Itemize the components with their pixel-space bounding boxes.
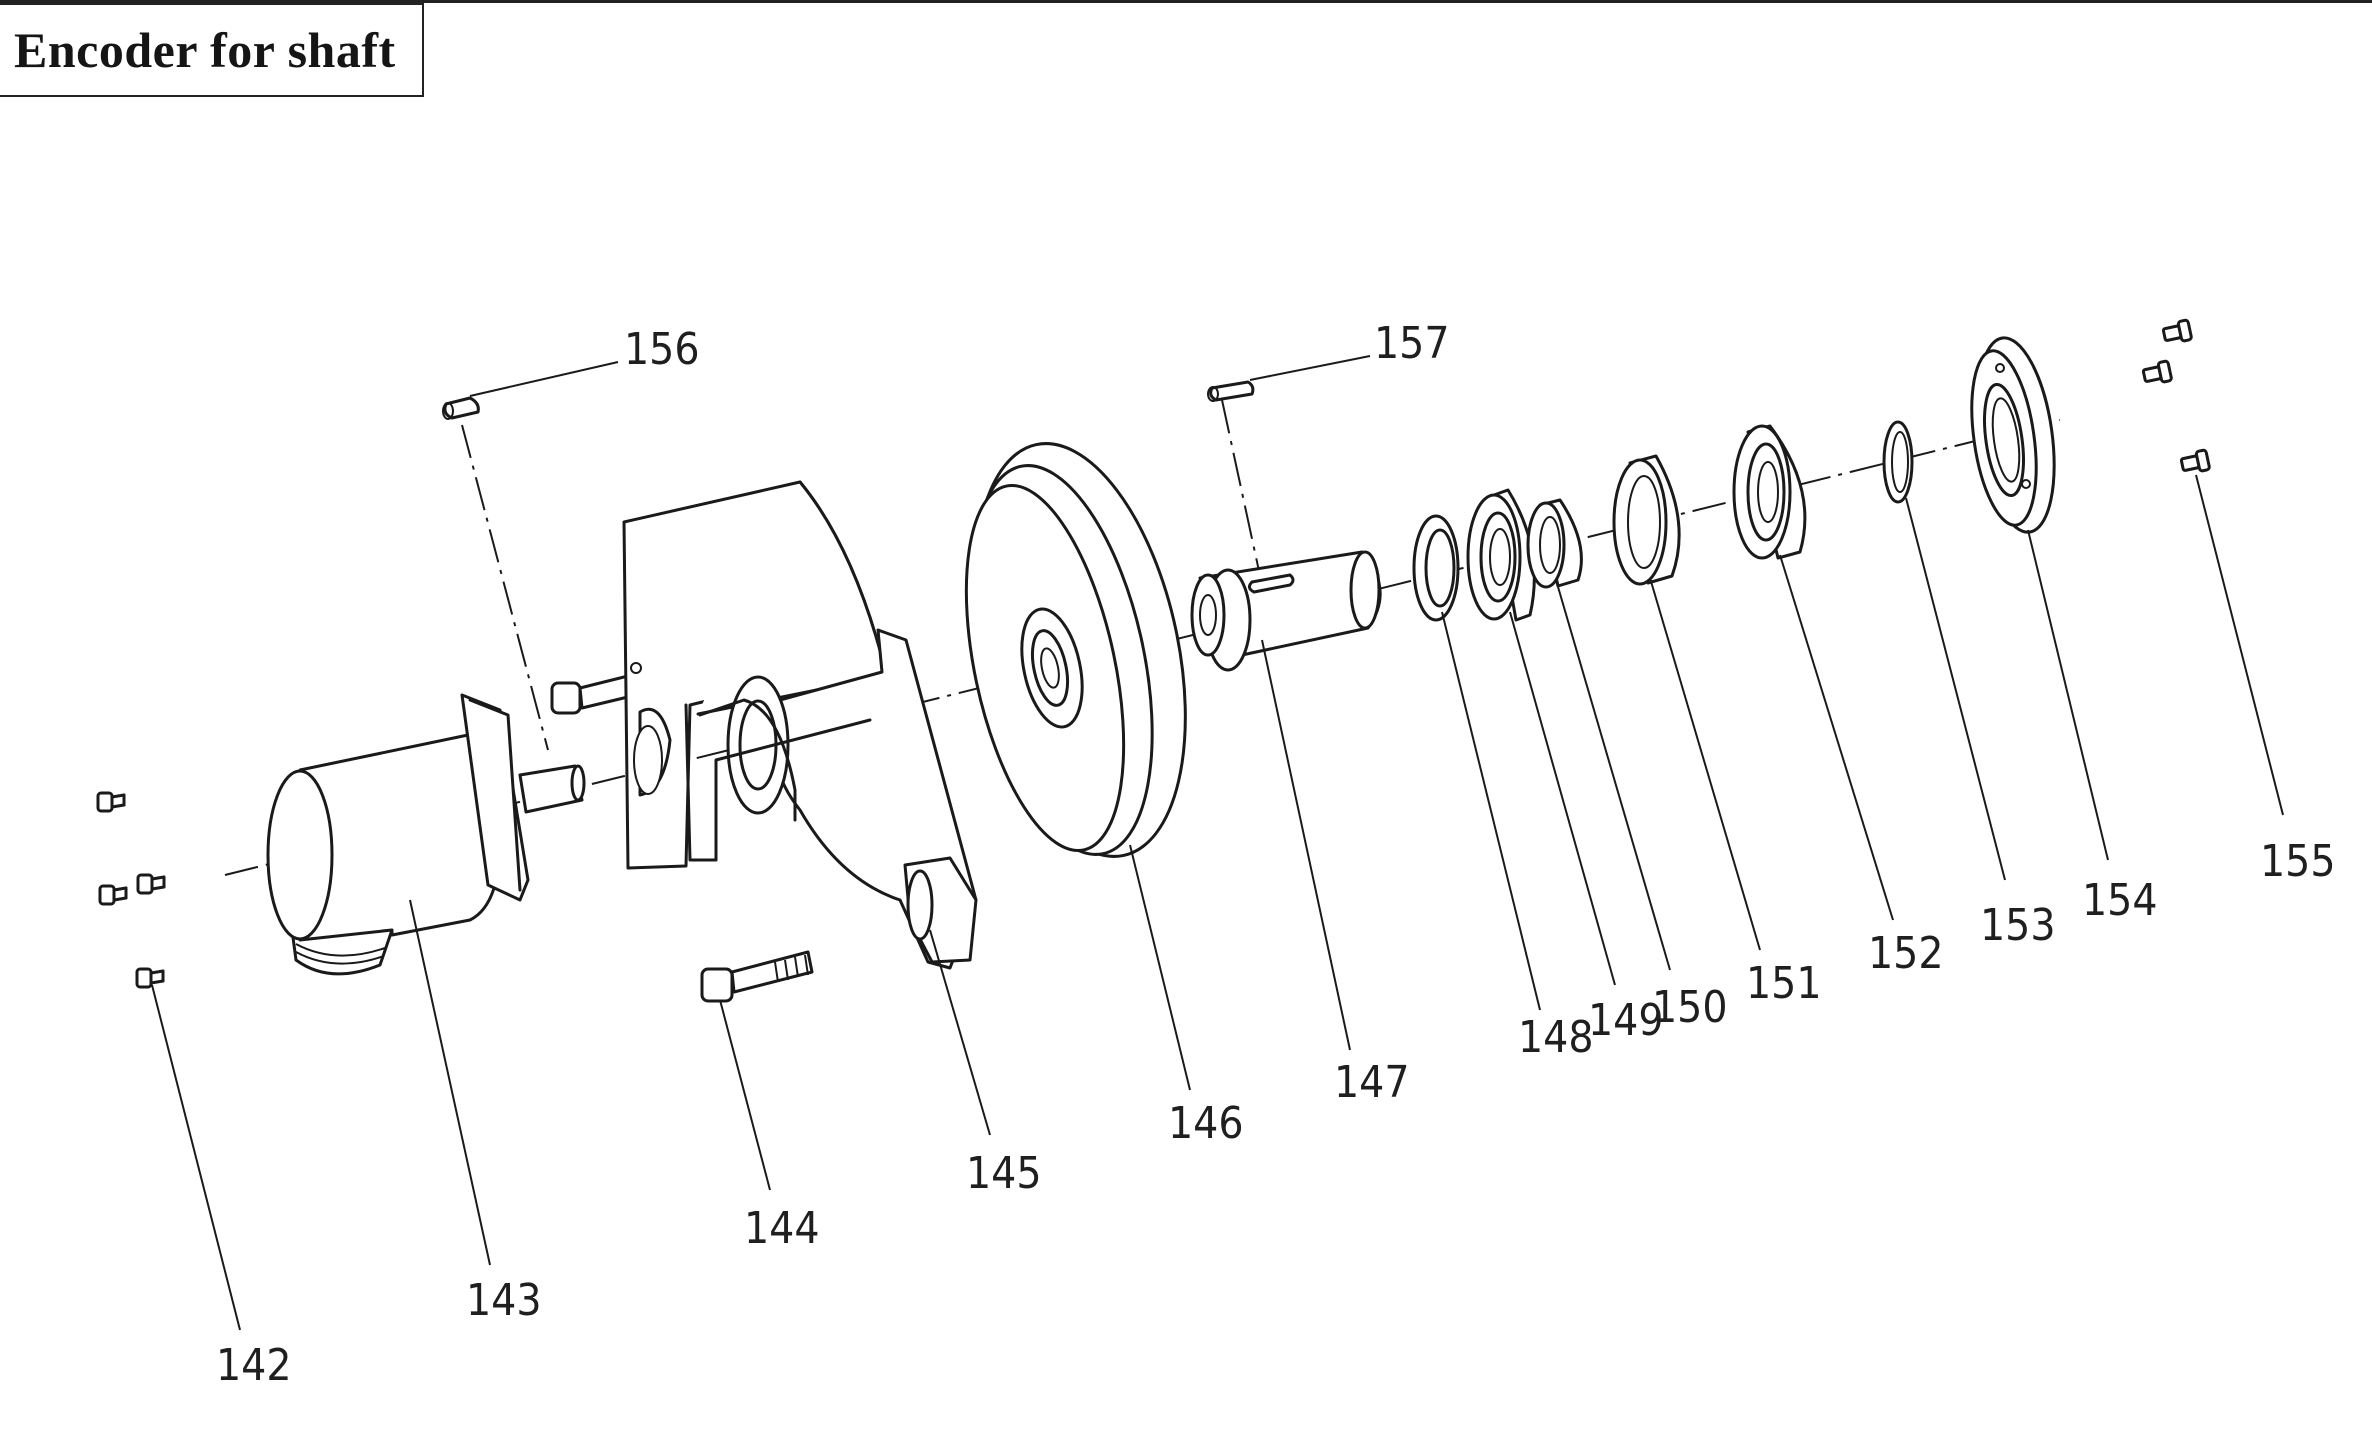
- label-156: 156: [624, 324, 700, 375]
- part-148-seal: [1412, 514, 1460, 622]
- key-156-axis: [461, 424, 549, 751]
- label-142: 142: [216, 1340, 292, 1391]
- part-144-bolts: [550, 674, 814, 1003]
- label-155: 155: [2260, 836, 2336, 887]
- label-153: 153: [1980, 900, 2056, 951]
- part-143-encoder: [266, 693, 586, 976]
- label-144: 144: [744, 1203, 820, 1254]
- part-146-pulley: [964, 442, 1187, 858]
- title-box: Encoder for shaft: [0, 3, 424, 97]
- part-147-shaft: [1190, 550, 1382, 672]
- part-153-circlip: [1882, 420, 1914, 504]
- part-145-bracket: [622, 480, 978, 970]
- label-150: 150: [1652, 982, 1728, 1033]
- label-146: 146: [1168, 1098, 1244, 1149]
- label-157: 157: [1374, 318, 1450, 369]
- label-149: 149: [1588, 995, 1664, 1046]
- part-142-screws: [96, 791, 166, 989]
- part-157-key: [1207, 380, 1255, 402]
- part-151-ring: [1612, 454, 1681, 586]
- label-154: 154: [2082, 875, 2158, 926]
- part-152-bearing: [1732, 424, 1807, 560]
- part-150-spacer: [1526, 498, 1583, 589]
- label-143: 143: [466, 1275, 542, 1326]
- label-147: 147: [1334, 1057, 1410, 1108]
- leader-lines: [151, 355, 2284, 1331]
- label-148: 148: [1518, 1012, 1594, 1063]
- part-156-key: [442, 396, 480, 420]
- part-labels: 142 143 144 145 146 147 148 149 150 151 …: [216, 318, 2336, 1391]
- label-151: 151: [1746, 958, 1822, 1009]
- part-154-end-cover: [1970, 336, 2056, 534]
- part-155-screws: [2141, 318, 2211, 473]
- label-152: 152: [1868, 928, 1944, 979]
- part-149-bearing: [1466, 488, 1536, 622]
- diagram-title: Encoder for shaft: [14, 22, 396, 78]
- top-rule: [0, 0, 2372, 3]
- label-145: 145: [966, 1148, 1042, 1199]
- key-157-axis: [1221, 399, 1263, 586]
